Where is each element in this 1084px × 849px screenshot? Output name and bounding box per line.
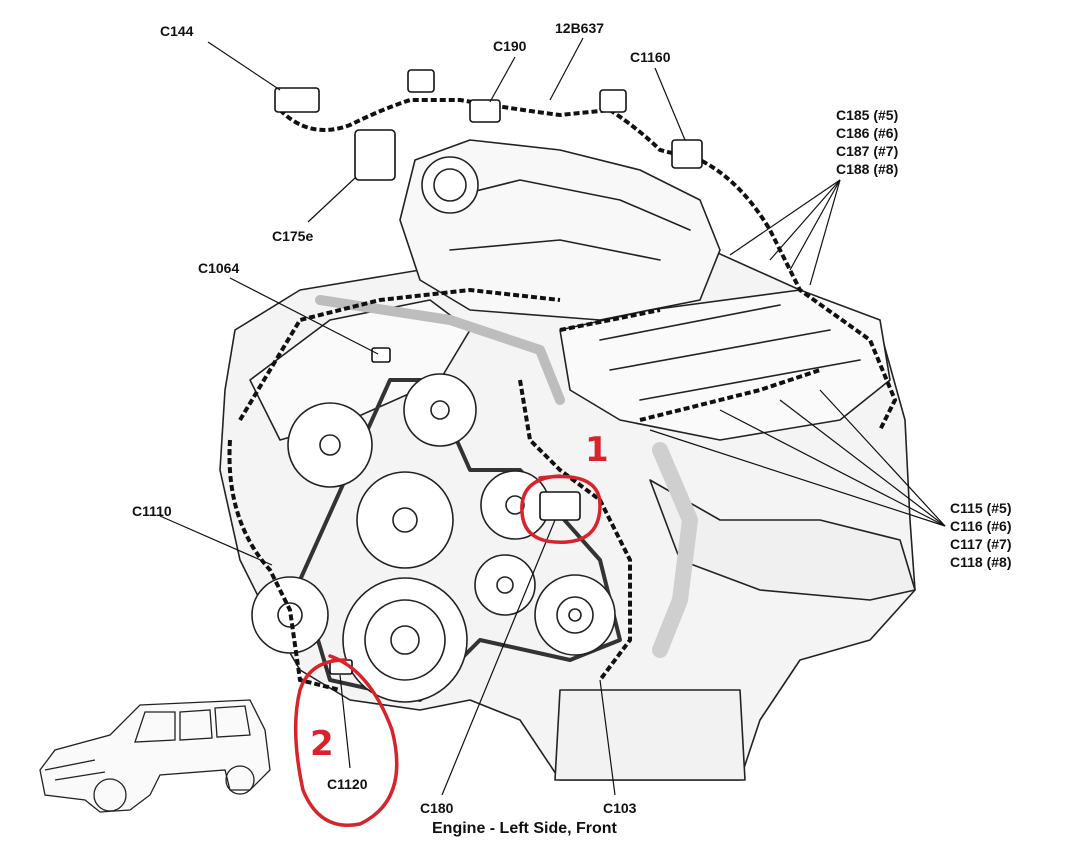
power-steering-pulley — [287, 402, 373, 488]
valve-cover-right — [559, 289, 891, 441]
water-pump-pulley — [356, 471, 454, 569]
label-c118: C118 (#8) — [950, 554, 1012, 570]
exhaust-manifold — [649, 479, 916, 601]
alternator-pulley — [403, 373, 477, 447]
label-c190: C190 — [493, 38, 527, 54]
vehicle-thumbnail-icon — [39, 699, 271, 813]
crankshaft-pulley — [342, 577, 468, 703]
circle-annotation-1 — [520, 474, 602, 544]
label-c1160: C1160 — [630, 49, 671, 65]
oil-pan — [554, 689, 746, 781]
label-c117: C117 (#7) — [950, 536, 1012, 552]
fan-pulley — [534, 574, 616, 656]
tensioner-pulley — [474, 554, 536, 616]
hand-annotations — [293, 474, 602, 827]
label-c185: C185 (#5) — [836, 107, 899, 123]
label-c188: C188 (#8) — [836, 161, 899, 177]
label-c1120: C1120 — [327, 776, 368, 792]
connector-c175e-body — [354, 129, 396, 181]
label-c1064: C1064 — [198, 260, 240, 276]
circle-annotation-2 — [293, 654, 399, 827]
throttle-body — [421, 156, 479, 214]
connector-c180-body — [539, 491, 581, 521]
annotation-number-2: 2 — [310, 724, 334, 764]
connector-c190-body — [469, 99, 501, 123]
connector-c1064-body — [371, 347, 391, 363]
label-c1110: C1110 — [132, 503, 172, 519]
connector-c1160-body — [671, 139, 703, 169]
label-c116: C116 (#6) — [950, 518, 1012, 534]
label-c186: C186 (#6) — [836, 125, 899, 141]
label-c175e: C175e — [272, 228, 314, 244]
label-c187: C187 (#7) — [836, 143, 899, 159]
leader-lines — [159, 37, 946, 796]
label-c103: C103 — [603, 800, 637, 816]
label-c180: C180 — [420, 800, 454, 816]
intake-manifold — [399, 139, 721, 321]
label-12b637: 12B637 — [555, 20, 605, 36]
label-c115: C115 (#5) — [950, 500, 1012, 516]
label-c144: C144 — [160, 23, 194, 39]
coolant-hose — [315, 295, 565, 405]
connector-c144-body — [274, 87, 320, 113]
diagram-caption: Engine - Left Side, Front — [432, 820, 617, 837]
annotation-number-1: 1 — [585, 430, 609, 470]
